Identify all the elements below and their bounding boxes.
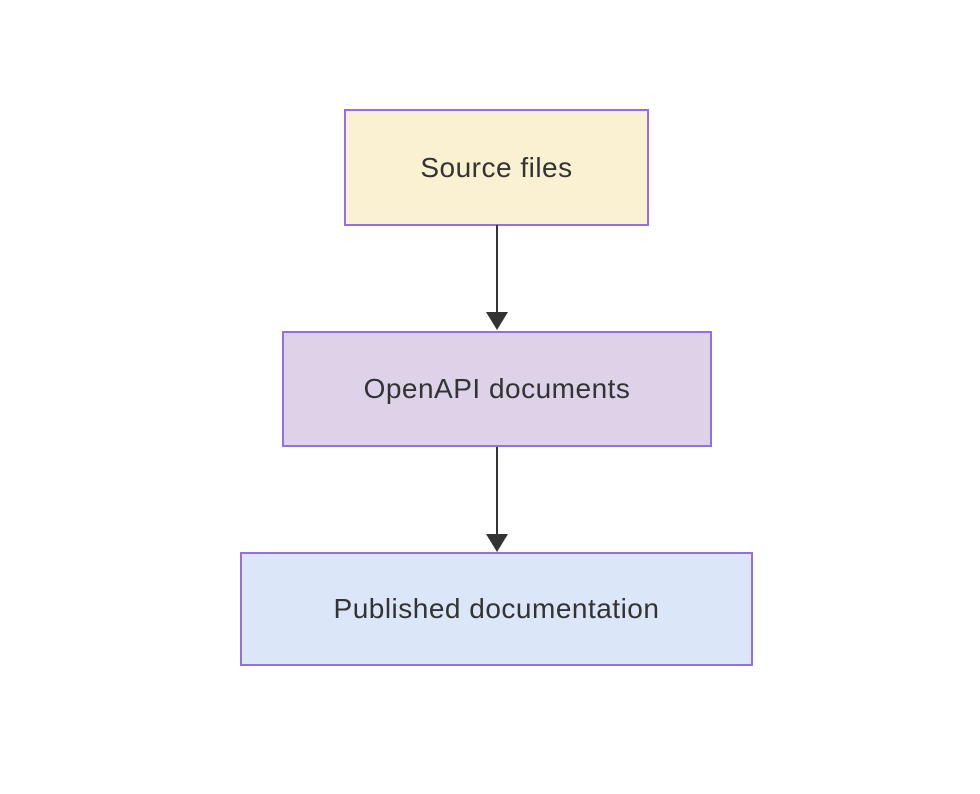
edge-openapi-to-published <box>486 447 508 552</box>
edge-source-to-openapi <box>486 225 508 330</box>
flowchart-node-source-files: Source files <box>344 109 649 226</box>
arrowhead-down-icon <box>486 312 508 330</box>
node-label-source-files: Source files <box>420 151 573 183</box>
node-label-published-documentation: Published documentation <box>333 593 660 624</box>
arrow-line <box>496 225 498 312</box>
arrow-line <box>496 447 498 534</box>
flowchart-node-openapi-documents: OpenAPI documents <box>282 331 712 447</box>
node-label-openapi-documents: OpenAPI documents <box>363 373 631 404</box>
arrowhead-down-icon <box>486 534 508 552</box>
flowchart-node-published-documentation: Published documentation <box>240 552 753 666</box>
